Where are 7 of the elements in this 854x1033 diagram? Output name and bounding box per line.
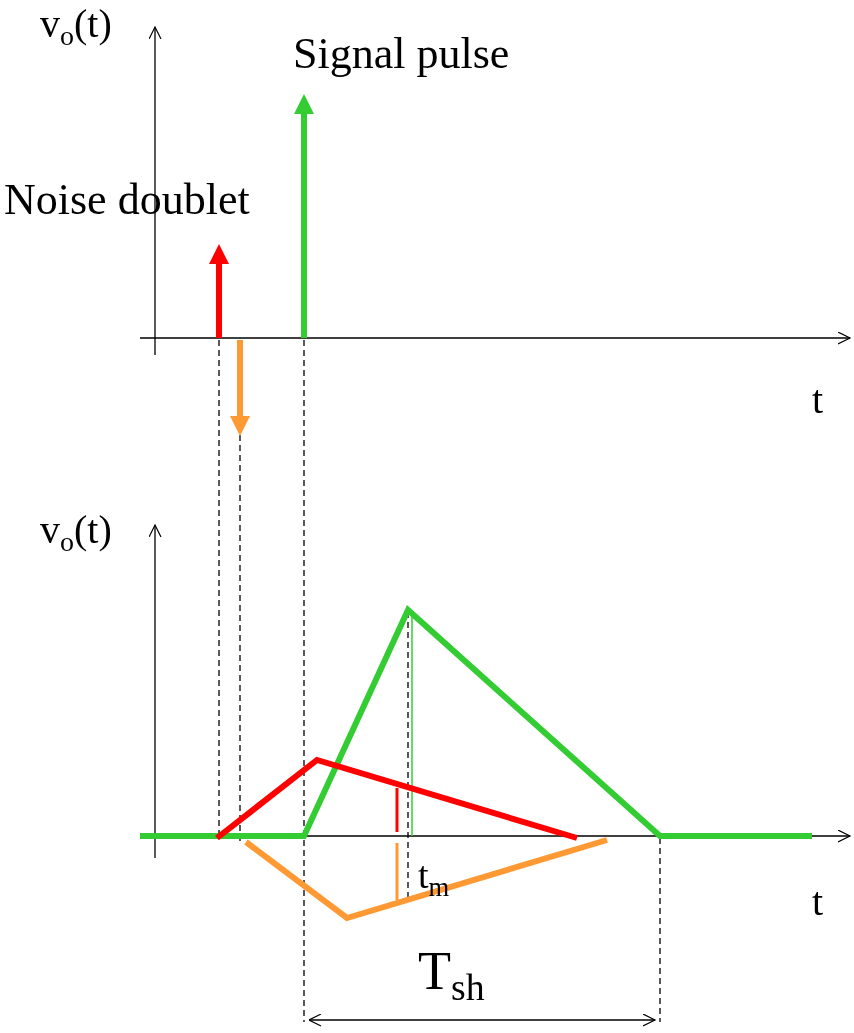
dimension-label: T$_{sh}$ bbox=[418, 944, 485, 1008]
axis-label: t bbox=[812, 882, 824, 922]
axis-label: t bbox=[812, 380, 824, 420]
axis-label: v$_{o}$(t) bbox=[40, 4, 112, 51]
axis-label: t$_{m}$ bbox=[418, 856, 450, 901]
annotation-text: Signal pulse bbox=[293, 32, 510, 76]
axis-label: v$_{o}$(t) bbox=[40, 510, 112, 557]
